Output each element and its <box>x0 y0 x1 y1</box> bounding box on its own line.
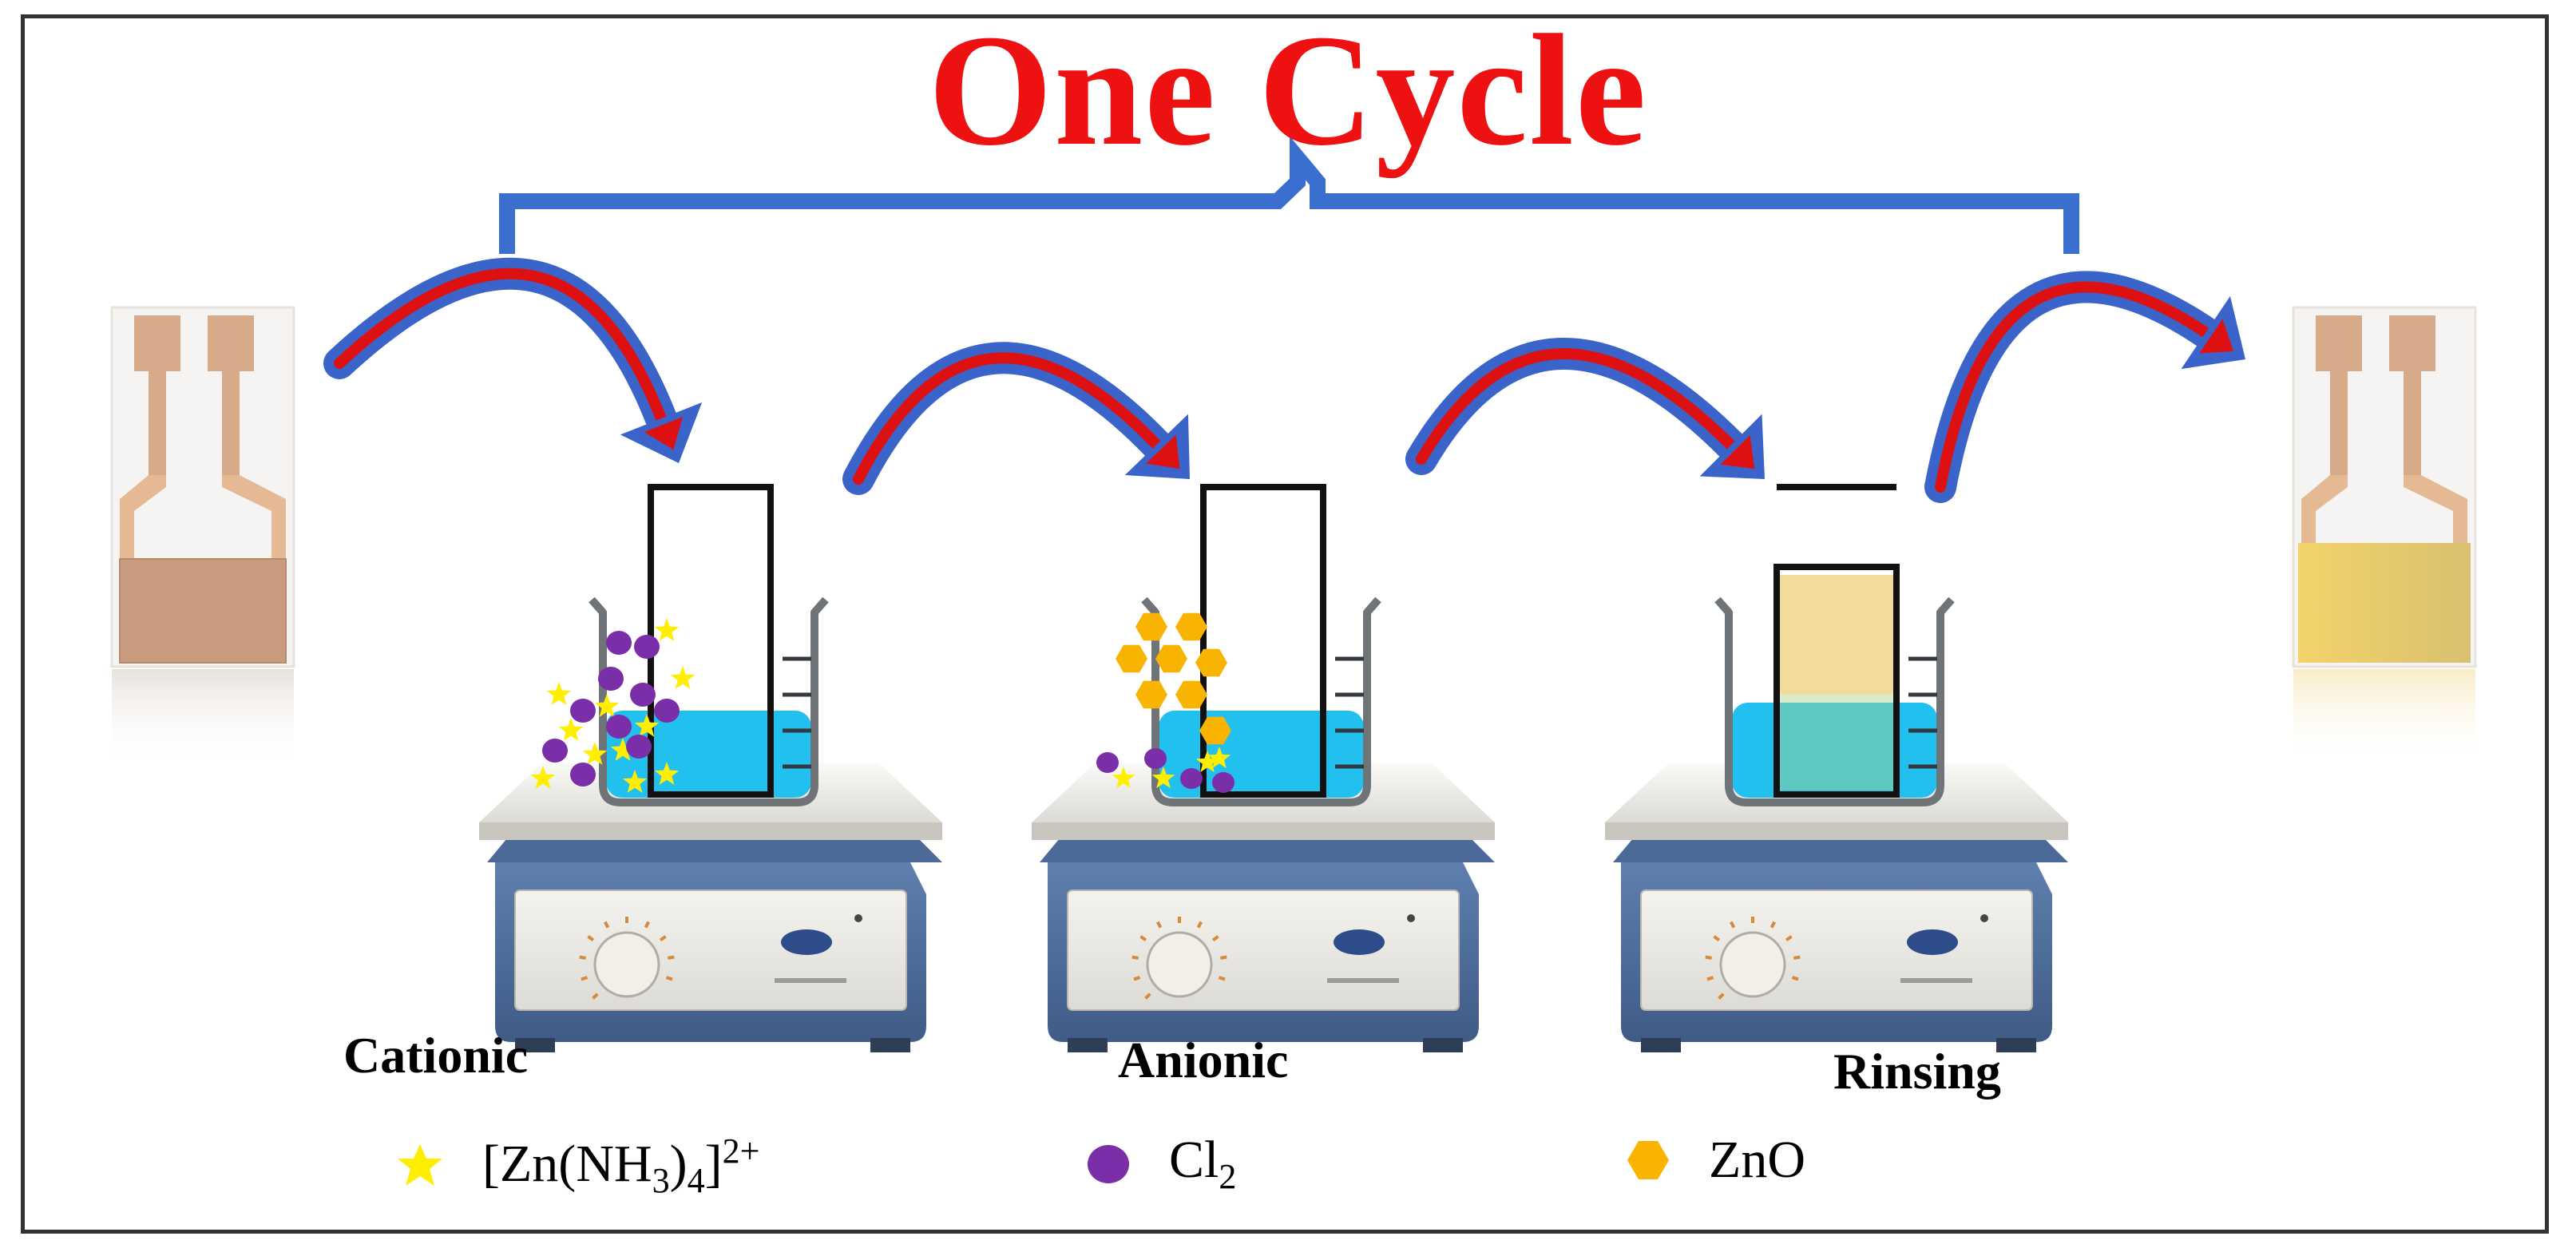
arrow-to-rinsing-icon <box>1405 338 1765 479</box>
step-label-cationic: Cationic <box>343 1027 529 1084</box>
legend-label-cation: [Zn(NH3)4]2+ <box>482 1131 760 1201</box>
legend-item-anion: Cl2 <box>1086 1134 1236 1195</box>
particles <box>1096 612 1234 793</box>
diagram-title: One Cycle <box>928 2 1648 179</box>
beaker-icon <box>1096 484 1381 806</box>
electrode-after-icon <box>2292 306 2477 765</box>
circle-icon <box>1088 1145 1129 1184</box>
legend-item-zno: ZnO <box>1626 1134 1805 1187</box>
particles <box>530 618 696 793</box>
arrow-to-anionic-icon <box>842 342 1190 495</box>
hotplate-stirrer-icon <box>479 763 942 1052</box>
hotplate-stirrer-icon <box>1605 763 2068 1052</box>
step-label-anionic: Anionic <box>1118 1032 1289 1088</box>
arrow-to-cationic-icon <box>323 257 703 463</box>
station-rinsing <box>1605 484 2068 1052</box>
beaker-icon <box>1714 484 1955 806</box>
legend-label-anion: Cl2 <box>1169 1131 1237 1197</box>
legend-item-cation: [Zn(NH3)4]2+ <box>396 1134 759 1199</box>
step-label-rinsing: Rinsing <box>1833 1043 2001 1099</box>
hotplate-stirrer-icon <box>1032 763 1495 1052</box>
star-icon <box>398 1143 442 1186</box>
electrode-before-icon <box>110 306 295 765</box>
station-anionic <box>1032 484 1495 1052</box>
cycle-bracket <box>499 136 2079 254</box>
hexagon-icon <box>1627 1141 1669 1179</box>
legend-label-zno: ZnO <box>1709 1131 1805 1189</box>
arrow-to-finished-icon <box>1924 271 2245 503</box>
station-cationic <box>479 484 942 1052</box>
beaker-icon <box>530 484 829 806</box>
